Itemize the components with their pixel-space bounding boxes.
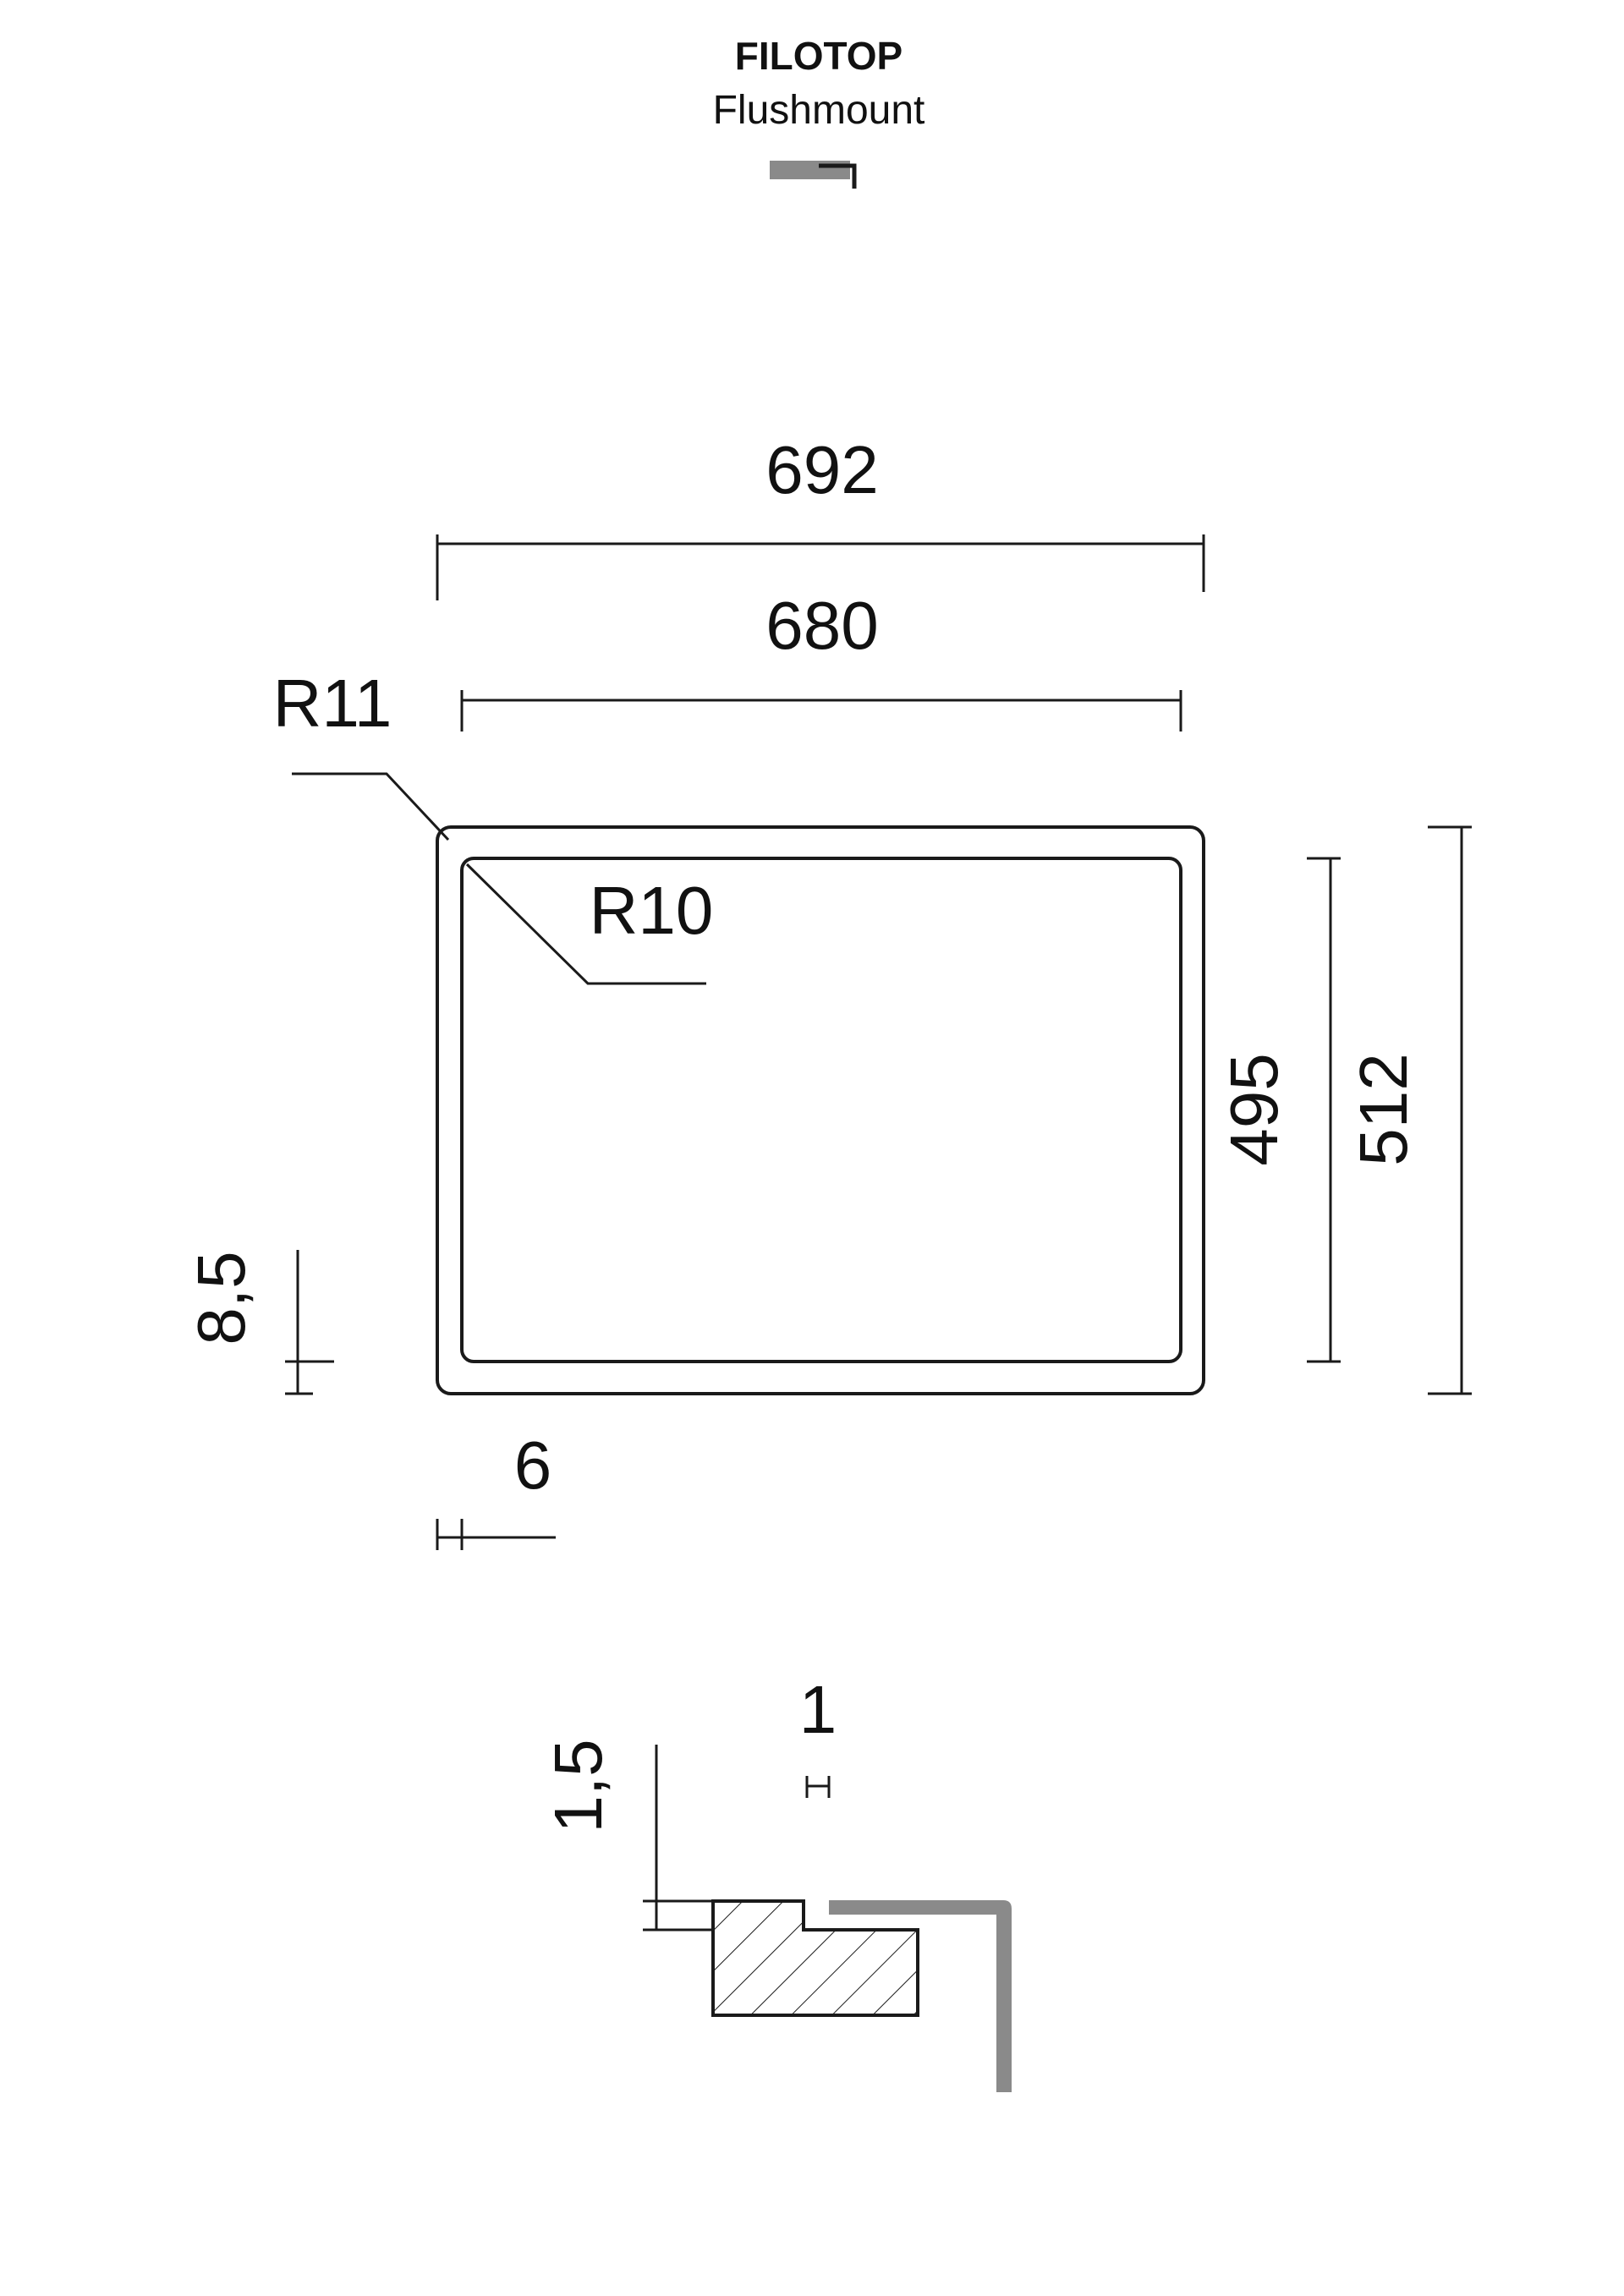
side-offset-label: 6 xyxy=(514,1427,552,1503)
header: FILOTOP Flushmount xyxy=(713,34,925,189)
inner-height-dimension: 495 xyxy=(1216,857,1341,1363)
inner-width-dimension: 680 xyxy=(460,588,1182,732)
inner-tray-outline xyxy=(460,857,1182,1363)
outer-height-dimension: 512 xyxy=(1346,825,1472,1395)
inner-radius-label: R10 xyxy=(590,873,714,948)
worktop-section xyxy=(711,1899,919,2017)
bottom-offset-dimension: 8,5 xyxy=(184,1250,334,1395)
product-subtitle: Flushmount xyxy=(713,88,925,133)
section-view: 1 1,5 xyxy=(540,1672,1012,2092)
inner-radius-callout: R10 xyxy=(465,863,714,985)
product-title: FILOTOP xyxy=(735,34,903,78)
step-height-label: 1,5 xyxy=(540,1739,616,1833)
outer-width-label: 692 xyxy=(765,432,878,507)
inner-width-label: 680 xyxy=(765,588,878,663)
outer-width-dimension: 692 xyxy=(436,432,1205,600)
plan-view: 692 680 R11 R10 495 xyxy=(184,432,1472,1550)
step-height-dimension: 1,5 xyxy=(540,1739,713,1932)
side-offset-dimension: 6 xyxy=(436,1427,556,1550)
inner-height-label: 495 xyxy=(1216,1053,1292,1165)
gap-label: 1 xyxy=(799,1672,837,1747)
bottom-offset-label: 8,5 xyxy=(184,1251,259,1345)
gap-dimension: 1 xyxy=(799,1672,837,1798)
outer-radius-callout: R11 xyxy=(273,666,450,841)
flushmount-profile-icon xyxy=(770,161,857,189)
outer-height-label: 512 xyxy=(1346,1053,1421,1165)
outer-tray-outline xyxy=(436,825,1205,1395)
outer-radius-label: R11 xyxy=(273,666,392,741)
